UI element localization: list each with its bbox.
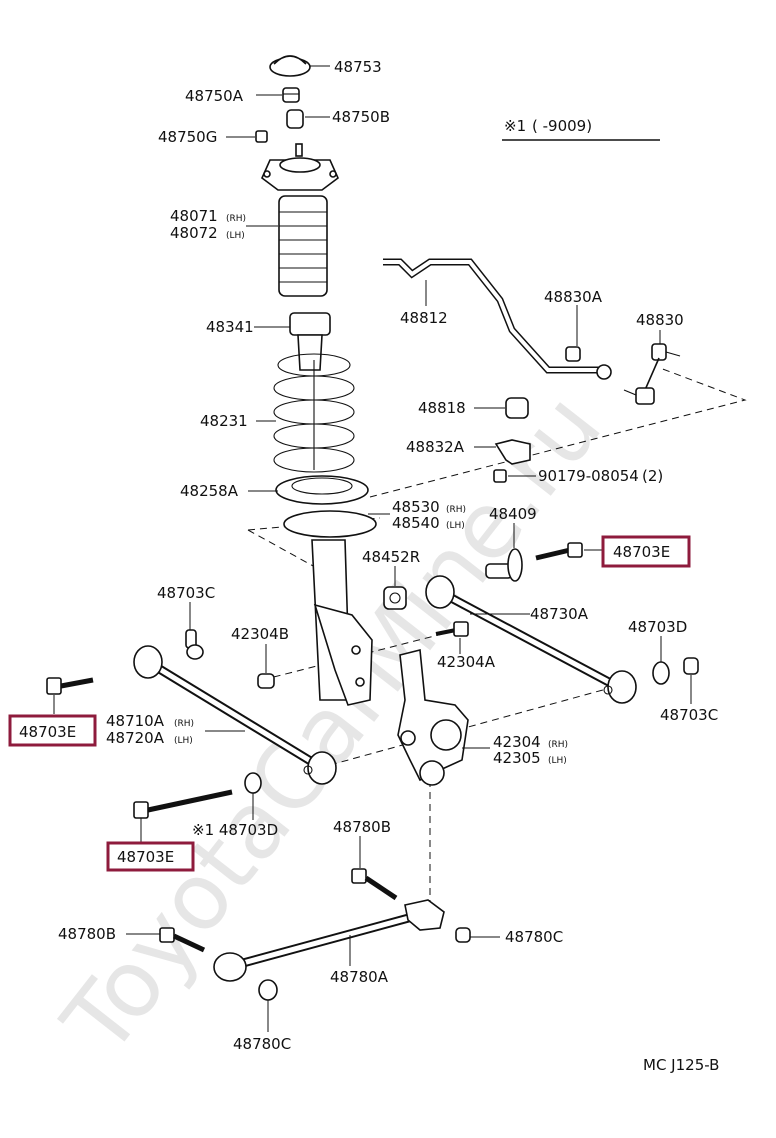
bump-stopper-48341 [289, 312, 331, 371]
label-48830A[interactable]: 48830A [544, 288, 603, 306]
label-rh-48071: (RH) [226, 214, 246, 224]
label-48710A[interactable]: 48710A [106, 712, 165, 730]
knuckle-42304 [397, 648, 469, 786]
label-48812[interactable]: 48812 [400, 309, 448, 327]
label-48780A[interactable]: 48780A [330, 968, 389, 986]
label-48730A[interactable]: 48730A [530, 605, 589, 623]
washer-48703D-right [652, 661, 670, 685]
label-48750G[interactable]: 48750G [158, 128, 217, 146]
bolt-42304A [435, 621, 469, 637]
bracket-48832A [494, 439, 531, 465]
label-48258A[interactable]: 48258A [180, 482, 239, 500]
label-lh-42305: (LH) [548, 756, 567, 766]
label-48530[interactable]: 48530 [392, 498, 440, 516]
label-48703E-left[interactable]: 48703E [19, 723, 76, 741]
leader-lines [53, 65, 692, 1032]
strut-mount [261, 143, 339, 191]
label-48540[interactable]: 48540 [392, 514, 440, 532]
bolt-48780B-left [159, 927, 206, 953]
label-48071[interactable]: 48071 [170, 207, 218, 225]
label-48703D-lower[interactable]: ※1 48703D [192, 821, 278, 839]
label-lh-48072: (LH) [226, 231, 245, 241]
label-48832A[interactable]: 48832A [406, 438, 465, 456]
cushion-48750B [286, 109, 304, 129]
label-lh-48720A: (LH) [174, 736, 193, 746]
bushing-48409 [485, 548, 523, 582]
nut-48703C-right [683, 657, 699, 675]
label-48830[interactable]: 48830 [636, 311, 684, 329]
label-48703E-upper[interactable]: 48703E [613, 543, 670, 561]
label-42304A[interactable]: 42304A [437, 653, 496, 671]
bellows-boot [278, 195, 328, 297]
label-48780C-right[interactable]: 48780C [505, 928, 563, 946]
highlight-48703E-left [8, 714, 97, 747]
stabilizer-bar-48812 [383, 258, 612, 380]
label-48703C-right[interactable]: 48703C [660, 706, 718, 724]
label-48750A[interactable]: 48750A [185, 87, 244, 105]
label-rh-48710A: (RH) [174, 719, 194, 729]
label-48072[interactable]: 48072 [170, 224, 218, 242]
bolt-48703E-lower [133, 789, 233, 819]
label-90179-08054[interactable]: 90179-08054 [538, 467, 639, 485]
highlight-48703E-lower [106, 841, 195, 872]
bushing-48830A [565, 346, 581, 362]
washer-48703D-lower [244, 772, 262, 794]
label-48452R[interactable]: 48452R [362, 548, 420, 566]
label-42304[interactable]: 42304 [493, 733, 541, 751]
label-48780B-upper[interactable]: 48780B [333, 818, 391, 836]
legend-mark: ※1 [504, 117, 526, 135]
label-48703E-lower[interactable]: 48703E [117, 848, 174, 866]
washer-48780C-bottom [258, 979, 278, 1001]
stabilizer-link-48830 [623, 343, 681, 405]
label-48780C-bottom[interactable]: 48780C [233, 1035, 291, 1053]
label-48231[interactable]: 48231 [200, 412, 248, 430]
legend-note: ※1 ( -9009) [502, 117, 660, 141]
label-48703D-right[interactable]: 48703D [628, 618, 687, 636]
label-48409[interactable]: 48409 [489, 505, 537, 523]
label-42304B[interactable]: 42304B [231, 625, 289, 643]
label-48780B-left[interactable]: 48780B [58, 925, 116, 943]
label-48341[interactable]: 48341 [206, 318, 254, 336]
bolt-48703E-left [46, 677, 94, 695]
bushing-48452R [383, 586, 407, 610]
strut-rod-48780A [213, 899, 445, 982]
nut-48750A [282, 87, 300, 103]
diagram-code: MC J125-B [643, 1056, 719, 1074]
coil-spring-48231 [273, 353, 355, 473]
nut-48750G [255, 130, 268, 143]
highlight-48703E-upper [601, 535, 691, 568]
strut-assembly [255, 55, 377, 706]
label-48750B[interactable]: 48750B [332, 108, 390, 126]
bolt-48780B-upper [351, 868, 398, 901]
label-lh-48540: (LH) [446, 521, 465, 531]
nut-42304B [257, 673, 275, 689]
label-48753[interactable]: 48753 [334, 58, 382, 76]
label-rh-42304: (RH) [548, 740, 568, 750]
label-48720A[interactable]: 48720A [106, 729, 165, 747]
lower-insulator-48258A [275, 475, 369, 505]
shock-absorber [283, 510, 377, 706]
label-48818[interactable]: 48818 [418, 399, 466, 417]
bushing-48818 [505, 397, 529, 419]
bolt-48703E-upper [535, 542, 583, 561]
arm-48710A [133, 645, 337, 785]
part-labels: 48753 48750A 48750B 48750G 48071 (RH) 48… [8, 58, 718, 1053]
dust-cap-48753 [269, 55, 311, 77]
bolt-90179-08054 [493, 469, 507, 483]
arm-48730A [425, 575, 637, 704]
label-48703C-upper[interactable]: 48703C [157, 584, 215, 602]
washer-48703C-upper [185, 629, 204, 660]
label-42305[interactable]: 42305 [493, 749, 541, 767]
label-qty-2: (2) [642, 467, 663, 485]
nut-48780C-right [455, 927, 471, 943]
legend-text: ( -9009) [532, 117, 592, 135]
label-rh-48530: (RH) [446, 505, 466, 515]
